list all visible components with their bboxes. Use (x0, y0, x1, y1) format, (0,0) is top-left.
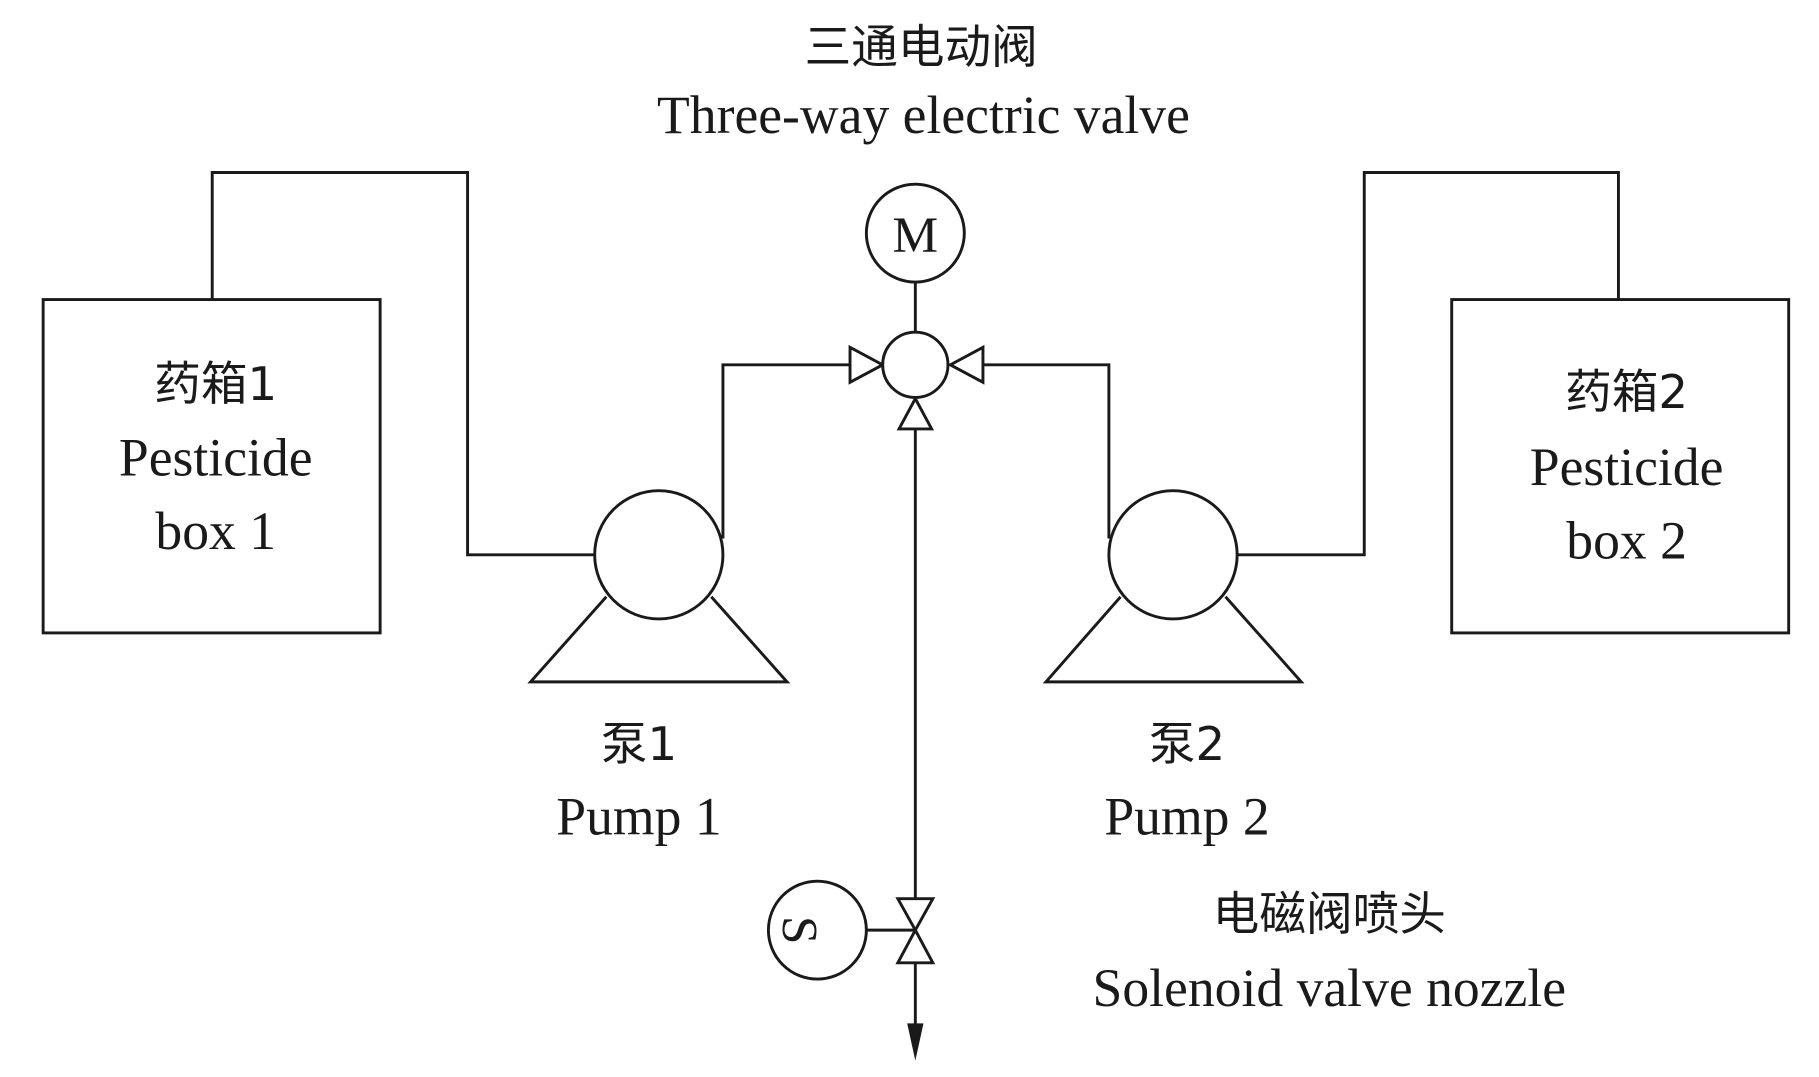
pipe-box2-pump2 (1237, 171, 1620, 557)
pump-1-icon (527, 489, 791, 684)
pesticide-box-2 (1450, 298, 1791, 635)
outlet-arrow-icon (907, 1023, 924, 1061)
pump2-label-cn: 泵2 (1149, 717, 1225, 771)
solenoid-valve-icon (895, 897, 936, 965)
solenoid-label-cn: 电磁阀喷头 (1213, 887, 1446, 941)
box2-label-en2: box 2 (1566, 510, 1687, 570)
pesticide-box-1 (41, 298, 382, 635)
box1-label-en1: Pesticide (119, 428, 313, 488)
three-way-valve-label-en: Three-way electric valve (657, 85, 1190, 145)
three-way-valve-label-cn: 三通电动阀 (805, 20, 1038, 74)
motor-symbol: M (893, 207, 939, 264)
motor-icon: M (864, 182, 966, 284)
box1-label-en2: box 1 (155, 501, 276, 561)
pipe-pump1-valve (721, 363, 849, 539)
pump1-label-en: Pump 1 (556, 787, 721, 847)
pipe-box1-pump1 (210, 171, 595, 557)
box2-label-cn: 药箱2 (1565, 365, 1688, 419)
solenoid-actuator-icon: S (766, 879, 868, 981)
pump2-label-en: Pump 2 (1104, 787, 1269, 847)
box1-label-cn: 药箱1 (154, 357, 277, 411)
box2-label-en1: Pesticide (1530, 437, 1724, 497)
pipe-pump2-valve (982, 363, 1111, 539)
pump-2-icon (1042, 489, 1305, 684)
three-way-valve-icon (848, 330, 985, 431)
pump1-label-cn: 泵1 (601, 717, 677, 771)
solenoid-label-en: Solenoid valve nozzle (1093, 958, 1566, 1018)
solenoid-symbol: S (770, 916, 827, 945)
